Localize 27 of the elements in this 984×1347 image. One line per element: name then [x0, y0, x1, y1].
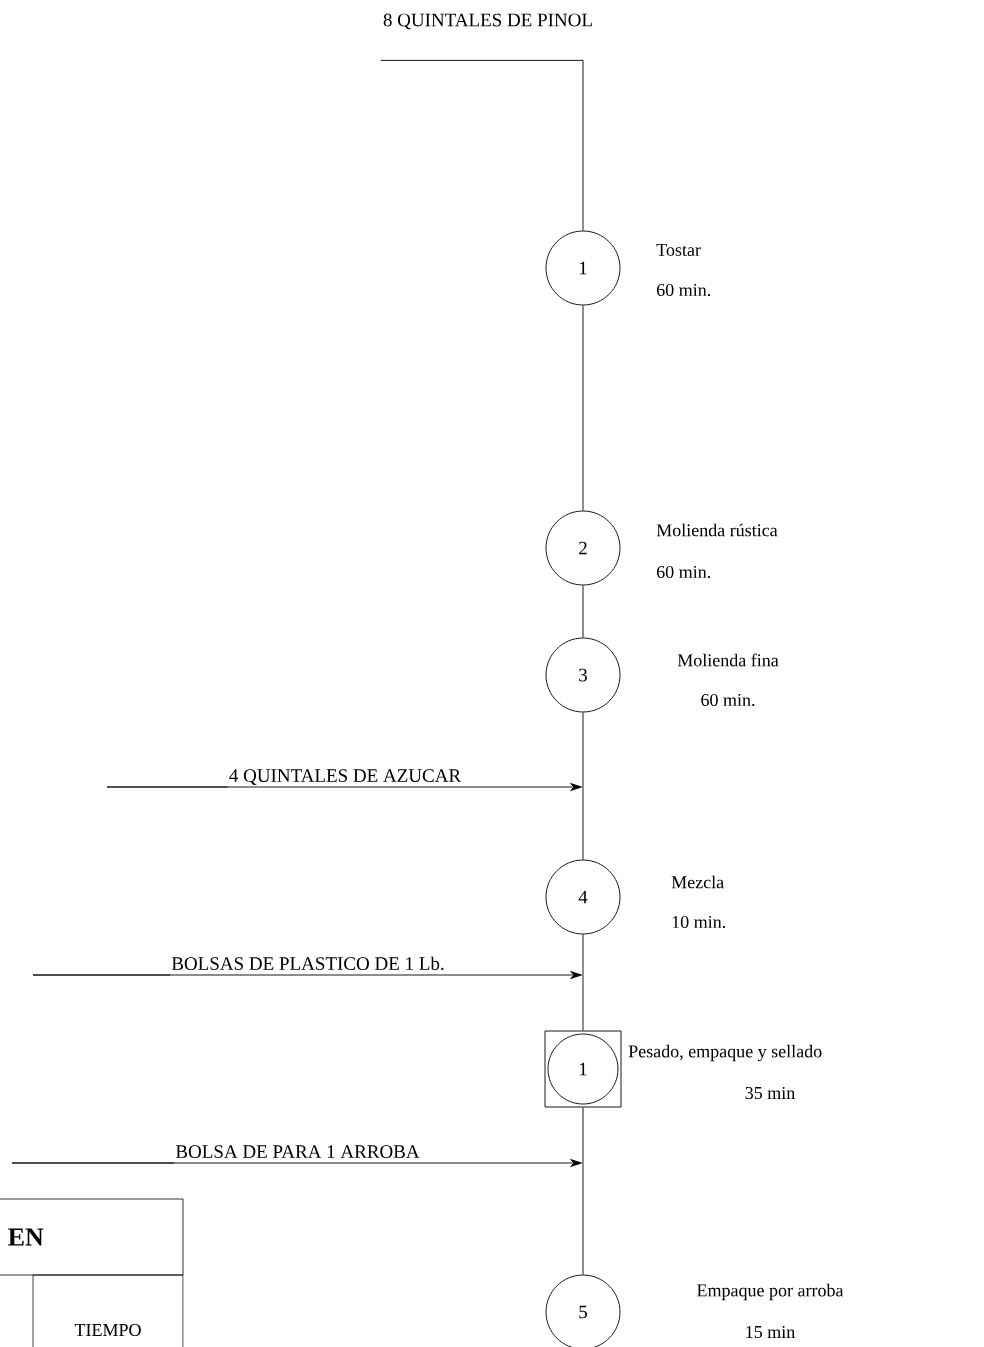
connector-line — [582, 1107, 584, 1275]
input-label: BOLSA DE PARA 1 ARROBA — [175, 1145, 420, 1158]
operation-note: Pesado, empaque y sellado — [628, 1044, 822, 1062]
operation-note: 60 min. — [656, 283, 710, 297]
operation-note: 15 min — [746, 1325, 795, 1339]
operation-note: Molienda rústica — [656, 523, 778, 537]
connector-line — [582, 712, 584, 860]
connector-line — [380, 59, 584, 231]
operation-note: Tostar — [656, 244, 701, 256]
operation-note: Molienda fina — [677, 653, 779, 667]
input-label: 4 QUINTALES DE AZUCAR — [229, 769, 462, 785]
operation-note: 60 min. — [656, 565, 710, 579]
table-cell: EN — [0, 1198, 184, 1276]
input-label: BOLSAS DE PLASTICO DE 1 Lb. — [171, 956, 444, 971]
operation-note: 10 min. — [672, 915, 725, 929]
operation-note: 60 min. — [701, 693, 755, 707]
operation-note: Mezcla — [671, 875, 724, 889]
connector-line — [582, 934, 584, 1031]
operation-note: Empaque por arroba — [697, 1283, 844, 1301]
operation-note: 35 min — [745, 1086, 795, 1100]
input-label: 8 QUINTALES DE PINOL — [383, 13, 592, 30]
arrow — [106, 783, 582, 791]
table-cell: TIEMPO — [32, 1274, 184, 1347]
arrow — [32, 971, 582, 979]
arrow — [11, 1159, 582, 1167]
connector-line — [582, 305, 584, 511]
connector-line — [582, 585, 584, 638]
